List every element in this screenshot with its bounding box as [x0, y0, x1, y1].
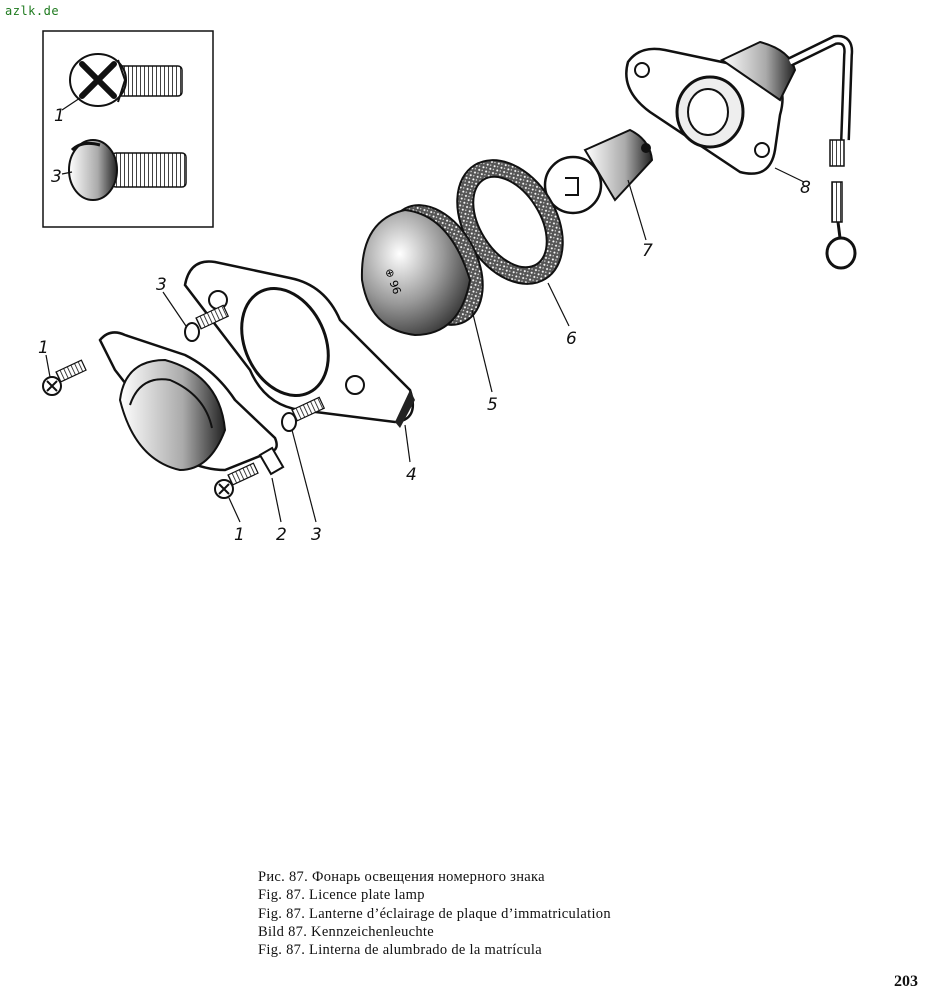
screw-3-bottom	[281, 396, 326, 432]
part-4-mounting-plate	[183, 260, 415, 428]
callout-gasket-6: 6	[566, 329, 577, 349]
callout-socket-8: 8	[800, 178, 811, 198]
part-5-lens: ⊕ 96	[360, 204, 484, 337]
part-8-socket-housing	[625, 34, 857, 270]
caption-spanish: Fig. 87. Linterna de alumbrado de la mat…	[258, 942, 542, 959]
callout-screw-1-bottom: 1	[234, 525, 245, 545]
part-2-bracket	[98, 331, 285, 476]
caption-english: Fig. 87. Licence plate lamp	[258, 887, 425, 904]
inset-slotted-screw	[68, 139, 187, 201]
callout-inset-1: 1	[54, 106, 65, 126]
callout-screw-1-top: 1	[38, 338, 49, 358]
callout-bulb-7: 7	[642, 241, 653, 261]
screw-1-top	[42, 359, 87, 396]
part-7-bulb	[543, 128, 654, 215]
figure-captions: Рис. 87. Фонарь освещения номерного знак…	[258, 868, 611, 959]
caption-german: Bild 87. Kennzeichenleuchte	[258, 923, 434, 940]
callout-screw-3-top: 3	[156, 275, 167, 295]
callouts: 1 3 1 3 1 2 3 4 5 6 7 8	[38, 106, 811, 545]
leader-lines	[45, 97, 805, 523]
callout-plate-4: 4	[406, 465, 417, 485]
caption-french: Fig. 87. Lanterne d’éclairage de plaque …	[258, 905, 611, 922]
screw-1-bottom	[214, 462, 259, 499]
inset-cross-head-screw	[69, 53, 183, 107]
caption-russian: Рис. 87. Фонарь освещения номерного знак…	[258, 869, 545, 885]
callout-inset-3: 3	[51, 167, 62, 187]
page-number: 203	[894, 973, 918, 990]
callout-washer-2: 2	[276, 525, 287, 545]
callout-lens-5: 5	[487, 395, 498, 415]
exploded-diagram: ⊕ 96	[38, 30, 857, 545]
screw-3-top	[184, 304, 230, 342]
watermark: azlk.de	[5, 4, 60, 18]
part-6-gasket	[456, 159, 564, 285]
inset-box	[42, 30, 214, 228]
callout-screw-3-bottom: 3	[311, 525, 322, 545]
